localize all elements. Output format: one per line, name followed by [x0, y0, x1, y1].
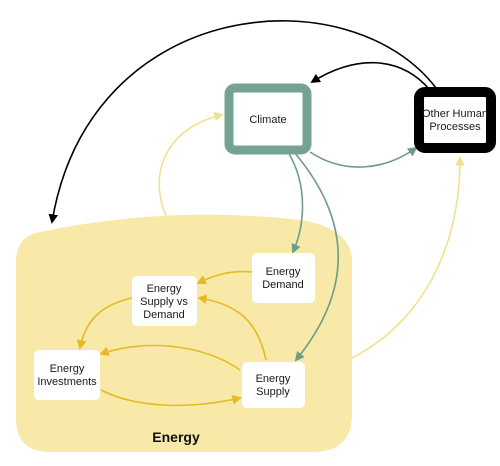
- edge-other-to-climate: [310, 61, 431, 91]
- edge-climate-to-other: [309, 146, 418, 168]
- climate-label: Climate: [249, 114, 286, 126]
- other-human-processes-label-line1: Other Human: [422, 108, 488, 120]
- climate-box: [224, 83, 312, 155]
- energy-supply-vs-demand-label-line2: Supply vs: [140, 296, 188, 308]
- edge-climate-to-supply: [293, 151, 339, 362]
- energy-demand-label-line1: Energy: [266, 266, 301, 278]
- energy-demand-box: [252, 253, 315, 303]
- energy-region: [16, 214, 352, 452]
- edge-investments-to-supply: [100, 389, 242, 407]
- other-human-processes-label-line2: Processes: [429, 121, 481, 133]
- energy-supply-vs-demand-label-line3: Demand: [143, 309, 185, 321]
- energy-supply-vs-demand-box: [132, 276, 197, 326]
- edge-energy-to-other: [351, 156, 465, 359]
- edge-supplyvsdemand-to-investments: [76, 297, 133, 350]
- node-energy-supply-vs-demand: Energy Supply vs Demand: [132, 276, 197, 326]
- energy-investments-label-line1: Energy: [50, 363, 85, 375]
- other-human-processes-box: [414, 87, 496, 153]
- edges: [48, 20, 465, 407]
- energy-demand-label-line2: Demand: [262, 279, 304, 291]
- energy-region-label: Energy: [152, 429, 200, 445]
- edge-supply-to-investments: [99, 344, 241, 371]
- edge-supply-to-supplyvsdemand: [197, 294, 267, 361]
- edge-demand-to-supplyvsdemand: [196, 270, 253, 285]
- energy-investments-label-line2: Investments: [37, 376, 97, 388]
- node-climate: Climate: [224, 83, 312, 155]
- node-energy-demand: Energy Demand: [252, 253, 315, 303]
- node-energy-investments: Energy Investments: [34, 350, 100, 400]
- edge-climate-to-demand: [287, 151, 304, 254]
- energy-supply-label-line1: Energy: [256, 373, 291, 385]
- energy-supply-vs-demand-label-line1: Energy: [147, 283, 182, 295]
- edge-other-to-energy: [48, 20, 437, 224]
- energy-investments-box: [34, 350, 100, 400]
- energy-supply-box: [242, 362, 305, 408]
- energy-supply-label-line2: Supply: [256, 386, 290, 398]
- edge-energy-to-climate: [158, 111, 224, 217]
- node-energy-supply: Energy Supply: [242, 362, 305, 408]
- node-other-human-processes: Other Human Processes: [414, 87, 496, 153]
